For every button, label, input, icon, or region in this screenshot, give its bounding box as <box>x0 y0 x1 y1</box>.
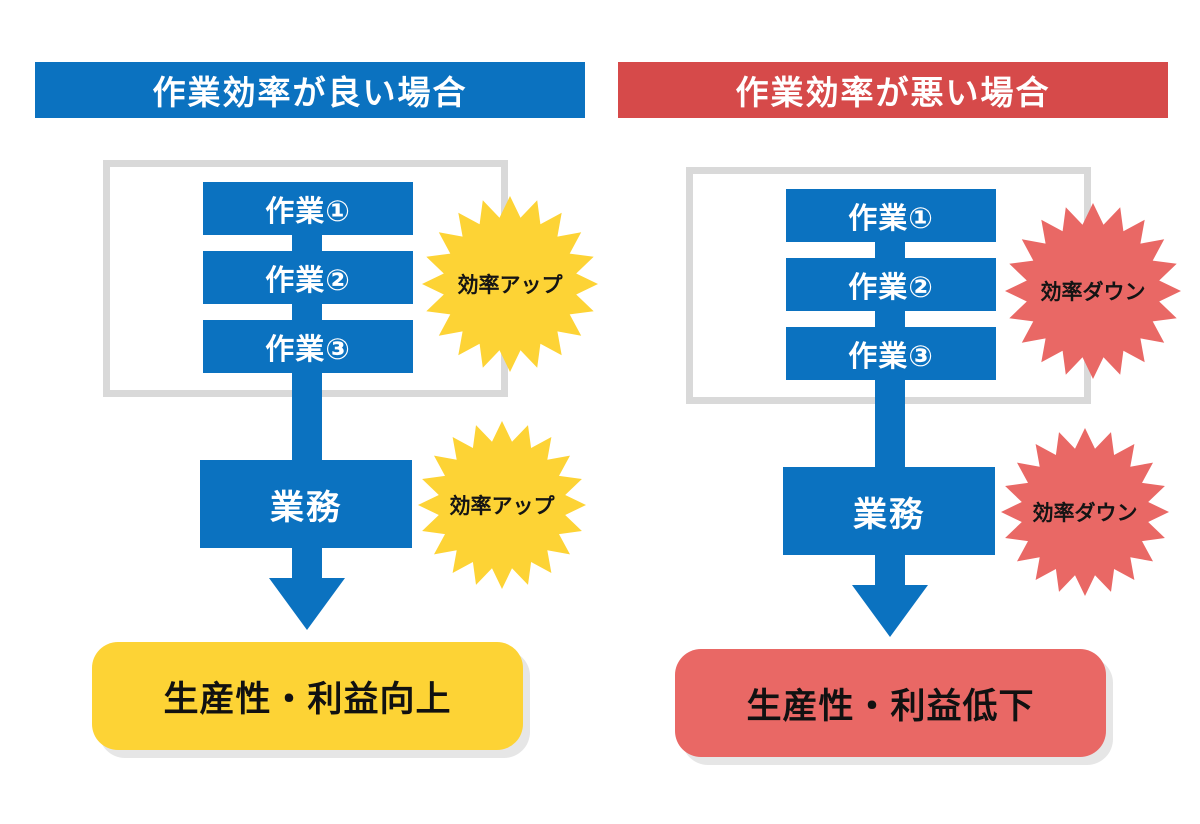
task-box-3: 作業③ <box>786 327 996 380</box>
burst-label: 効率ダウン <box>1032 502 1138 525</box>
burst-label: 効率アップ <box>449 495 555 518</box>
bad-efficiency-panel: 作業効率が悪い場合 作業① 作業② 作業③ 業務 効率ダウン 効率ダウン 生産性… <box>618 62 1181 807</box>
starburst-icon <box>1005 203 1181 379</box>
starburst-icon <box>1001 428 1169 596</box>
bad-panel-flow: 作業① 作業② 作業③ 業務 効率ダウン 効率ダウン 生産性・利益低下 <box>618 69 1181 814</box>
bad-panel-header: 作業効率が悪い場合 <box>618 62 1168 118</box>
efficiency-down-burst-top: 効率ダウン <box>1005 203 1181 379</box>
starburst-icon <box>422 196 598 372</box>
good-panel-flow: 作業① 作業② 作業③ 業務 効率アップ 効率アップ 生産性・利益向上 <box>35 62 598 807</box>
burst-label: 効率アップ <box>457 274 563 297</box>
efficiency-up-burst-bottom: 効率アップ <box>418 421 586 589</box>
burst-label: 効率ダウン <box>1040 281 1146 304</box>
efficiency-down-burst-bottom: 効率ダウン <box>1001 428 1169 596</box>
starburst-icon <box>418 421 586 589</box>
efficiency-up-burst-top: 効率アップ <box>422 196 598 372</box>
bad-result-box: 生産性・利益低下 <box>675 649 1106 757</box>
task-box-3: 作業③ <box>203 320 413 373</box>
task-box-1: 作業① <box>203 182 413 235</box>
process-box: 業務 <box>200 460 412 548</box>
process-box: 業務 <box>783 467 995 555</box>
down-arrow-icon <box>269 578 345 630</box>
good-panel-header: 作業効率が良い場合 <box>35 62 585 118</box>
task-box-2: 作業② <box>203 251 413 304</box>
down-arrow-icon <box>852 585 928 637</box>
task-box-1: 作業① <box>786 189 996 242</box>
good-efficiency-panel: 作業効率が良い場合 作業① 作業② 作業③ 業務 効率アップ 効率アップ 生産性… <box>35 62 598 807</box>
good-result-box: 生産性・利益向上 <box>92 642 523 750</box>
task-box-2: 作業② <box>786 258 996 311</box>
